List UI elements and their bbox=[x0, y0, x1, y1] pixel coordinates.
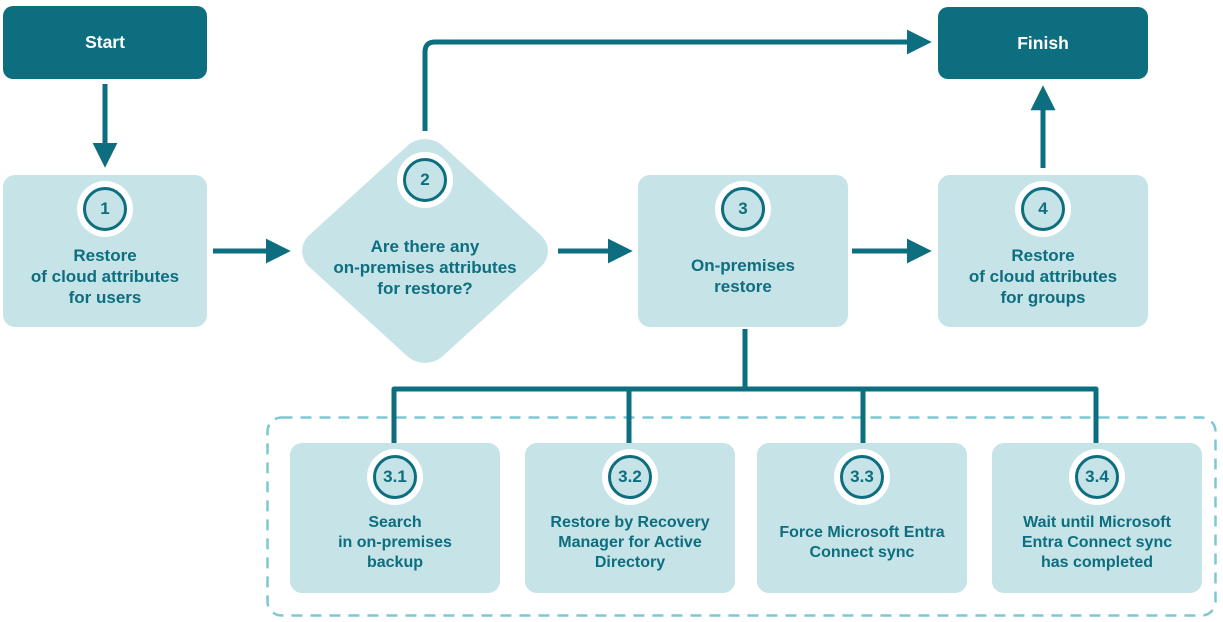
substeps-dashed-container bbox=[266, 416, 1217, 617]
step1-label: Restore of cloud attributes for users bbox=[30, 245, 180, 307]
step4-number-badge: 4 bbox=[1021, 187, 1065, 231]
step1-number-badge: 1 bbox=[83, 187, 127, 231]
finish-label: Finish bbox=[1017, 32, 1069, 53]
substep33-number-badge: 3.3 bbox=[840, 455, 884, 499]
step2-number-badge: 2 bbox=[403, 158, 447, 202]
substep31-label: Search in on-premises backup bbox=[338, 514, 452, 571]
substep34-label: Wait until Microsoft Entra Connect sync … bbox=[1021, 514, 1173, 571]
substep32-node: 3.2 Restore by Recovery Manager for Acti… bbox=[525, 443, 735, 593]
step3-number-badge: 3 bbox=[721, 187, 765, 231]
step3-node: 3 On-premises restore bbox=[638, 175, 848, 327]
start-label: Start bbox=[85, 32, 125, 52]
start-node: Start bbox=[3, 6, 207, 79]
step1-node: 1 Restore of cloud attributes for users bbox=[3, 175, 207, 327]
step3-label: On-premises restore bbox=[691, 256, 795, 296]
substep33-label: Force Microsoft Entra Connect sync bbox=[779, 524, 945, 561]
step2-label: Are there any on-premises attributes for… bbox=[333, 236, 517, 298]
step2-decision-node: 2 Are there any on-premises attributes f… bbox=[315, 158, 535, 338]
finish-node: Finish bbox=[938, 7, 1148, 79]
step4-label: Restore of cloud attributes for groups bbox=[968, 245, 1118, 307]
decision-diamond-shape bbox=[302, 139, 548, 363]
step4-node: 4 Restore of cloud attributes for groups bbox=[938, 175, 1148, 327]
substep34-node: 3.4 Wait until Microsoft Entra Connect s… bbox=[992, 443, 1202, 593]
substep32-number-badge: 3.2 bbox=[608, 455, 652, 499]
substep31-number-badge: 3.1 bbox=[373, 455, 417, 499]
substep33-node: 3.3 Force Microsoft Entra Connect sync bbox=[757, 443, 967, 593]
substep34-number-badge: 3.4 bbox=[1075, 455, 1119, 499]
substep31-node: 3.1 Search in on-premises backup bbox=[290, 443, 500, 593]
arrow-decision-to-finish bbox=[422, 29, 932, 131]
substep32-label: Restore by Recovery Manager for Active D… bbox=[550, 514, 710, 571]
connector-step3-to-substeps bbox=[391, 386, 1099, 443]
